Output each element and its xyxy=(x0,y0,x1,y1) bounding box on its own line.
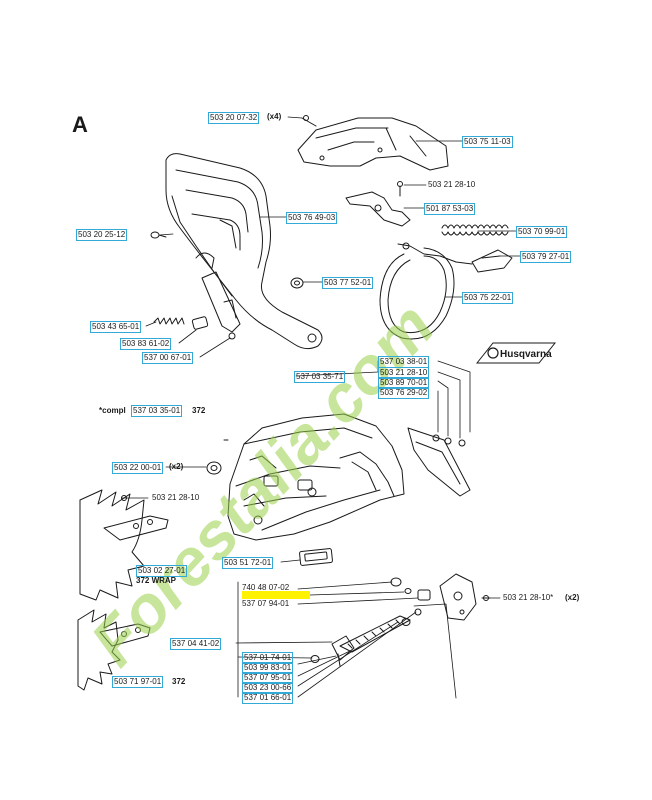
part-label: 537 07 95-01 xyxy=(242,672,294,684)
part-label: 501 87 53-03 xyxy=(424,203,476,215)
brake-link xyxy=(345,181,411,227)
chain-tensioner xyxy=(390,573,491,621)
compl-model: 372 xyxy=(192,406,206,415)
brand-logo: Husqvarna xyxy=(475,341,557,365)
part-label: 503 21 28-10 xyxy=(428,180,476,189)
part-label: 503 21 28-10 xyxy=(152,493,200,502)
section-letter: A xyxy=(72,112,88,137)
quantity-note: (x4) xyxy=(267,112,282,121)
bumper-spike-wrap xyxy=(79,489,169,601)
rubber-pad xyxy=(299,548,333,566)
brake-spring xyxy=(441,224,509,236)
bumper-spike xyxy=(77,609,151,691)
part-label: 537 03 35-71 xyxy=(294,371,346,383)
part-label: 503 71 97-01 xyxy=(112,676,164,688)
clutch-cover xyxy=(223,413,405,541)
part-label: 503 22 00-01 xyxy=(112,462,164,474)
nut xyxy=(206,461,222,475)
part-label: 503 75 11-03 xyxy=(462,136,513,148)
part-label-highlighted xyxy=(242,591,310,599)
part-label: 503 20 25-12 xyxy=(76,229,128,241)
top-cover xyxy=(297,115,449,171)
tensioner-screw xyxy=(310,615,411,667)
brand-logo-text: Husqvarna xyxy=(500,349,552,360)
part-label: 503 76 29-02 xyxy=(378,387,430,399)
part-label: 537 03 35-01 xyxy=(131,405,183,417)
part-label: 740 48 07-02 xyxy=(242,583,290,592)
model-note-wrap: 372 WRAP xyxy=(136,576,177,585)
brand-logo-graphic: Husqvarna xyxy=(475,342,557,364)
part-label: 503 70 99-01 xyxy=(516,226,568,238)
part-label: 503 43 65-01 xyxy=(90,321,142,333)
part-label: 503 75 22-01 xyxy=(462,292,514,304)
part-label: 537 01 66-01 xyxy=(242,692,294,704)
brake-lever xyxy=(201,271,241,340)
part-label: 503 51 72-01 xyxy=(222,557,274,569)
part-label: 503 89 70-01 xyxy=(378,377,430,389)
part-label: 537 07 94-01 xyxy=(242,599,290,608)
leader-lines xyxy=(121,116,521,699)
compl-prefix: *compl xyxy=(99,406,126,415)
brake-band xyxy=(379,242,457,340)
deflector-plate xyxy=(407,427,471,497)
part-label: 503 99 83-01 xyxy=(242,662,294,674)
part-label: 537 01 74-01 xyxy=(242,652,294,664)
part-label: 537 00 67-01 xyxy=(142,352,194,364)
part-label: 503 20 07-32 xyxy=(208,112,260,124)
quantity-note: (x2) xyxy=(169,462,184,471)
part-label: 503 21 28-10* xyxy=(503,593,554,602)
part-label: 503 76 49-03 xyxy=(286,212,338,224)
front-hand-guard xyxy=(165,153,323,350)
part-label: 503 79 27-01 xyxy=(520,251,572,263)
bushing xyxy=(290,277,304,289)
part-label: 503 83 61-02 xyxy=(120,338,172,350)
part-label: 503 77 52-01 xyxy=(322,277,374,289)
part-label: 503 21 28-10 xyxy=(378,367,430,379)
part-label: 503 23 00-66 xyxy=(242,682,294,694)
model-note: 372 xyxy=(172,677,186,686)
small-spring xyxy=(153,316,209,330)
part-label: 503 02 27-01 xyxy=(136,565,188,577)
brake-trigger-lever xyxy=(455,249,513,273)
quantity-note: (x2) xyxy=(565,593,580,602)
part-label: 537 04 41-02 xyxy=(170,638,222,650)
